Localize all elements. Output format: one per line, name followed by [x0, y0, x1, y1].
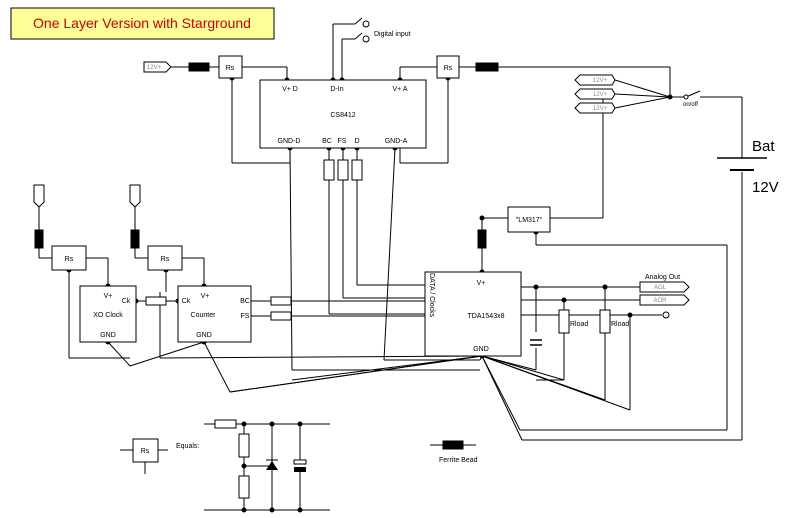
- cs8412-pin-vd: V+ D: [282, 86, 298, 93]
- vertical-tags: [33, 184, 141, 208]
- cs8412-pin-gnda: GND-A: [385, 138, 408, 145]
- ferrite-beads: [34, 62, 499, 450]
- selector-tags: 12V+ 12V+ 12V+: [574, 74, 616, 114]
- capacitor-equals: [293, 459, 307, 472]
- connector-12v-in: 12V+: [143, 61, 172, 73]
- svg-text:XO Clock: XO Clock: [93, 312, 123, 319]
- cs8412-block: CS8412 V+ D D-In V+ A GND-D BC FS D GND-…: [259, 79, 427, 149]
- analog-out-terminal: [662, 311, 670, 319]
- svg-text:FS: FS: [241, 313, 250, 320]
- tda1543-pin-vplus: V+: [477, 280, 486, 287]
- analog-out-label: Analog Out: [645, 274, 680, 281]
- svg-text:12V+: 12V+: [147, 65, 162, 71]
- svg-text:BC: BC: [240, 298, 250, 305]
- rload-label-2: Rload: [611, 321, 629, 328]
- cs8412-pin-va: V+ A: [393, 86, 408, 93]
- rs-label-xo: Rs: [65, 256, 74, 263]
- tl431-symbol: [266, 459, 278, 470]
- svg-text:12V+: 12V+: [593, 78, 608, 84]
- rs-label-equals: Rs: [141, 448, 150, 455]
- title-box: [10, 7, 275, 40]
- digital-input-terminals: [354, 17, 370, 43]
- svg-text:AOR: AOR: [653, 298, 667, 304]
- xo-clock-block: XO Clock V+ Ck GND: [79, 285, 137, 343]
- resistors: [145, 159, 611, 499]
- lm317-label: "LM317": [516, 217, 543, 224]
- svg-text:Ck: Ck: [122, 298, 131, 305]
- rs-box-equals: [132, 438, 159, 463]
- cs8412-pin-bc: BC: [322, 138, 332, 145]
- tda1543-side-label: DATA / Clocks: [428, 273, 435, 318]
- svg-text:Counter: Counter: [191, 312, 217, 319]
- svg-text:12V+: 12V+: [593, 92, 608, 98]
- digital-input-label: Digital input: [374, 31, 411, 38]
- diagram-title: One Layer Version with Starground: [33, 15, 251, 31]
- rs-box-xo: [51, 245, 87, 271]
- switch-contact: [683, 94, 689, 100]
- wires: [38, 23, 743, 511]
- rs-box-top-left: [218, 55, 243, 79]
- rload-label-1: Rload: [570, 321, 588, 328]
- tda1543-label: TDA1543x8: [468, 313, 505, 320]
- cs8412-pin-d: D: [354, 138, 359, 145]
- switch-label: on/off: [683, 102, 698, 108]
- cs8412-pin-din: D-In: [330, 86, 343, 93]
- rs-box-top-right: [436, 55, 460, 79]
- rs-box-counter: [147, 245, 183, 271]
- svg-text:GND: GND: [100, 332, 116, 339]
- rs-label-top-right: Rs: [444, 65, 453, 72]
- capacitor-dac: [530, 339, 542, 346]
- ferrite-bead-legend: Ferrite Bead: [439, 457, 478, 464]
- rs-label-counter: Rs: [161, 256, 170, 263]
- output-tags: AOL AOR: [639, 281, 690, 306]
- cs8412-pin-fs: FS: [338, 138, 347, 145]
- rs-label-top-left: Rs: [226, 65, 235, 72]
- svg-text:GND: GND: [196, 332, 212, 339]
- tda1543-pin-gnd: GND: [473, 346, 489, 353]
- svg-text:AOL: AOL: [654, 285, 667, 291]
- tda1543-block: TDA1543x8 V+ GND DATA / Clocks: [424, 271, 522, 357]
- cs8412-pin-gndd: GND-D: [278, 138, 301, 145]
- svg-text:V+: V+: [104, 293, 113, 300]
- svg-text:Ck: Ck: [182, 298, 191, 305]
- equals-label: Equals:: [176, 443, 199, 450]
- counter-block: Counter V+ Ck BC FS GND: [177, 285, 252, 343]
- svg-text:12V+: 12V+: [593, 106, 608, 112]
- battery: [717, 157, 767, 171]
- battery-label: Bat: [752, 138, 775, 155]
- battery-voltage: 12V: [752, 179, 779, 196]
- lm317-box: [507, 206, 551, 233]
- cs8412-label: CS8412: [330, 112, 355, 119]
- svg-text:V+: V+: [201, 293, 210, 300]
